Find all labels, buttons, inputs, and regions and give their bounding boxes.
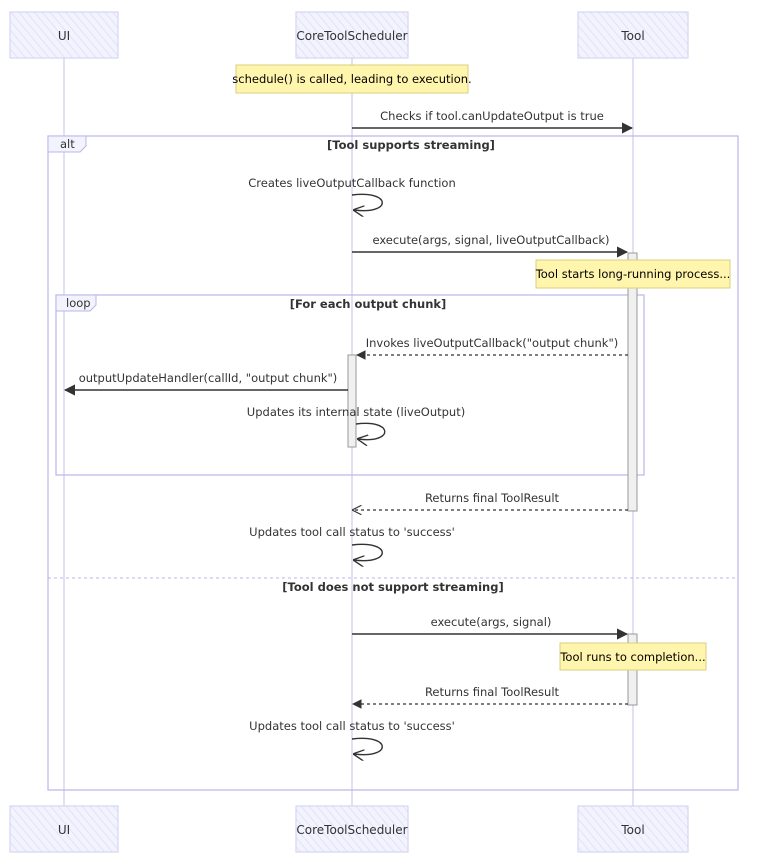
actor-tool-bottom: Tool <box>577 805 689 853</box>
actor-tool-top: Tool <box>577 11 689 59</box>
activation-scheduler-callback <box>347 354 357 448</box>
loop-label: loop <box>66 296 91 310</box>
message-execute-plain: execute(args, signal) <box>431 615 552 629</box>
arrow-success-stream <box>351 543 383 560</box>
actor-scheduler-bottom: CoreToolScheduler <box>295 805 409 853</box>
activation-tool-stream <box>627 252 638 512</box>
message-success-stream: Updates tool call status to 'success' <box>249 525 455 539</box>
message-update-state: Updates its internal state (liveOutput) <box>247 405 465 419</box>
arrow-create-callback <box>351 193 383 210</box>
message-output-handler: outputUpdateHandler(callId, "output chun… <box>79 371 338 385</box>
alt-label: alt <box>60 137 75 151</box>
actor-ui-label: UI <box>58 29 70 43</box>
message-create-callback: Creates liveOutputCallback function <box>248 176 456 190</box>
svg-text:Tool starts long-running proce: Tool starts long-running process... <box>535 267 731 281</box>
alt-condition: [Tool supports streaming] <box>327 138 495 152</box>
else-condition: [Tool does not support streaming] <box>282 580 503 594</box>
message-return-plain: Returns final ToolResult <box>425 685 560 699</box>
svg-text:schedule() is called, leading: schedule() is called, leading to executi… <box>232 72 471 86</box>
actor-ui-label: UI <box>58 823 70 837</box>
note-completion: Tool runs to completion... <box>559 642 707 671</box>
message-invoke-callback: Invokes liveOutputCallback("output chunk… <box>366 336 619 350</box>
actor-ui-bottom: UI <box>9 805 119 853</box>
actor-scheduler-top: CoreToolScheduler <box>295 11 409 59</box>
message-success-plain: Updates tool call status to 'success' <box>249 719 455 733</box>
message-execute-stream: execute(args, signal, liveOutputCallback… <box>372 233 609 247</box>
actor-scheduler-label: CoreToolScheduler <box>296 823 407 837</box>
loop-condition: [For each output chunk] <box>290 297 447 311</box>
note-long-running: Tool starts long-running process... <box>535 259 731 289</box>
actor-ui-top: UI <box>9 11 119 59</box>
message-return-stream: Returns final ToolResult <box>425 491 560 505</box>
alt-frame: alt [Tool supports streaming] [Tool does… <box>47 135 739 791</box>
note-schedule: schedule() is called, leading to executi… <box>232 64 472 94</box>
loop-frame: loop [For each output chunk] <box>55 294 645 476</box>
actor-tool-label: Tool <box>620 823 644 837</box>
arrow-success-plain <box>351 737 383 754</box>
actor-scheduler-label: CoreToolScheduler <box>296 29 407 43</box>
arrow-update-state <box>355 422 386 439</box>
svg-text:Tool runs to completion...: Tool runs to completion... <box>559 650 705 664</box>
message-check-update: Checks if tool.canUpdateOutput is true <box>380 109 604 123</box>
actor-tool-label: Tool <box>620 29 644 43</box>
